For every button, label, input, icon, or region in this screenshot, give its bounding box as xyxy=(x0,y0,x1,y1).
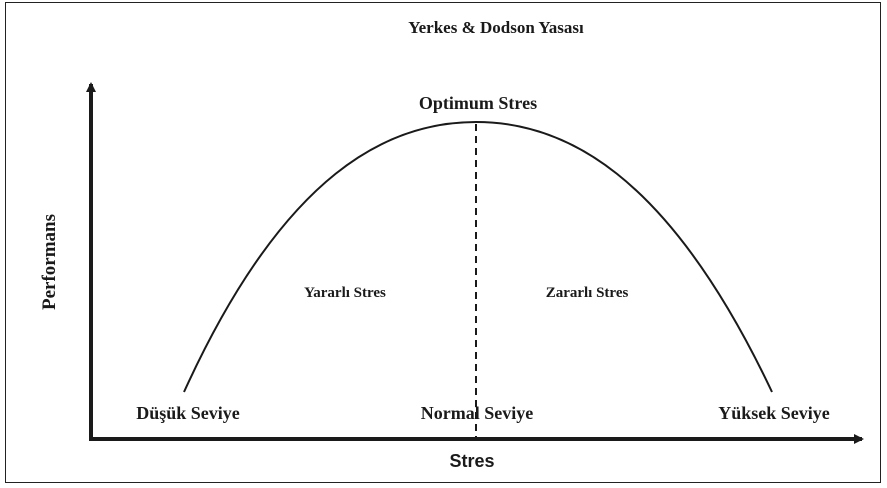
diagram-frame xyxy=(5,2,881,483)
level-normal-label: Normal Seviye xyxy=(421,403,533,423)
peak-label: Optimum Stres xyxy=(419,93,537,113)
diagram-title: Yerkes & Dodson Yasası xyxy=(408,18,584,37)
y-axis-label: Performans xyxy=(39,214,60,310)
right-region-label: Zararlı Stres xyxy=(546,285,629,301)
level-high-label: Yüksek Seviye xyxy=(718,403,830,423)
performance-curve xyxy=(183,120,773,393)
x-axis-label: Stres xyxy=(449,451,494,471)
left-region-label: Yararlı Stres xyxy=(304,285,386,301)
level-low-label: Düşük Seviye xyxy=(136,403,240,423)
